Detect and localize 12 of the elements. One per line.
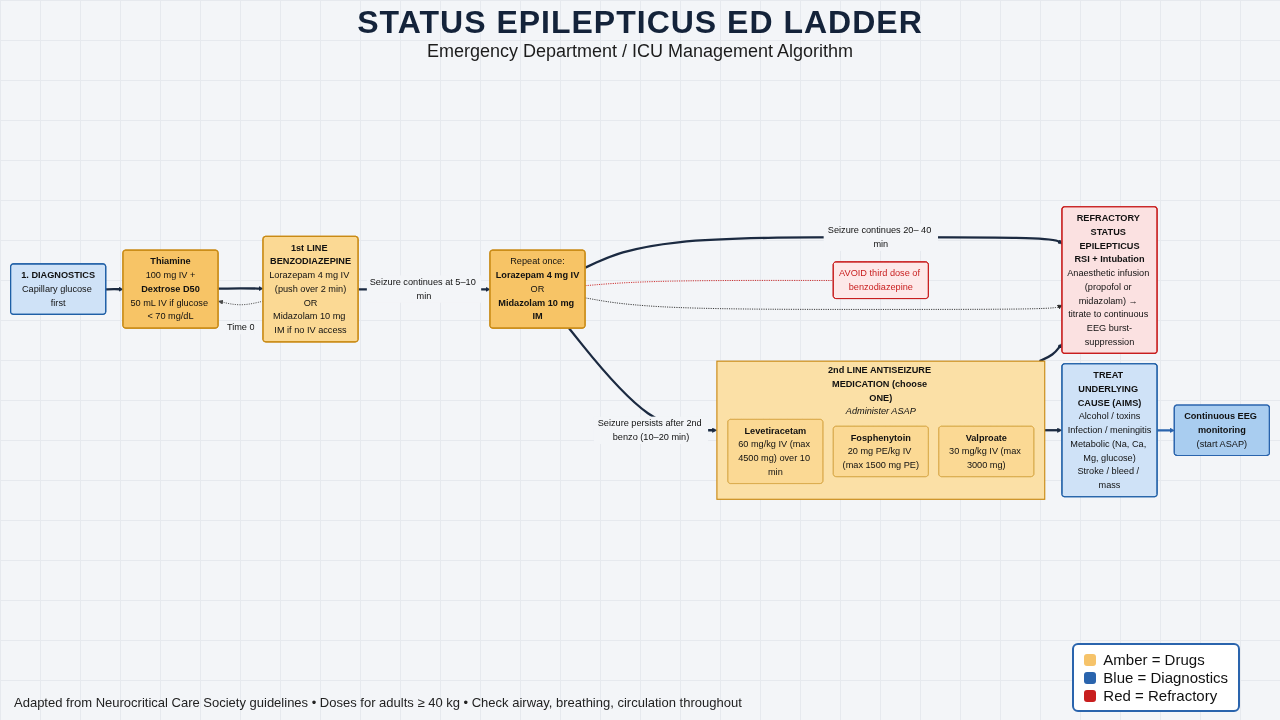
legend-text: Red = Refractory (1103, 687, 1218, 704)
node-label: Administer ASAP (845, 406, 916, 417)
legend-text: Blue = Diagnostics (1103, 669, 1228, 686)
footnote-text: Adapted from Neurocritical Care Society guidelines • Doses for adults ≥ 40 kg • Check airway, breathing, circulation throughout (14, 695, 742, 710)
diagram-title: STATUS EPILEPTICUS ED LADDER (357, 4, 923, 41)
arrow (1157, 427, 1175, 433)
subtitle-text: Emergency Department / ICU Management Algorithm (426, 41, 854, 62)
legend-text: Amber = Drugs (1103, 651, 1205, 668)
edge-label: Seizure continues at 5–10 min (369, 277, 476, 301)
edge-label: Seizure persists after 2nd benzo (10–20 min) (597, 418, 702, 442)
edge-label: Time 0 (226, 322, 255, 333)
edge-label: Seizure continues 20– 40 min (827, 225, 932, 249)
